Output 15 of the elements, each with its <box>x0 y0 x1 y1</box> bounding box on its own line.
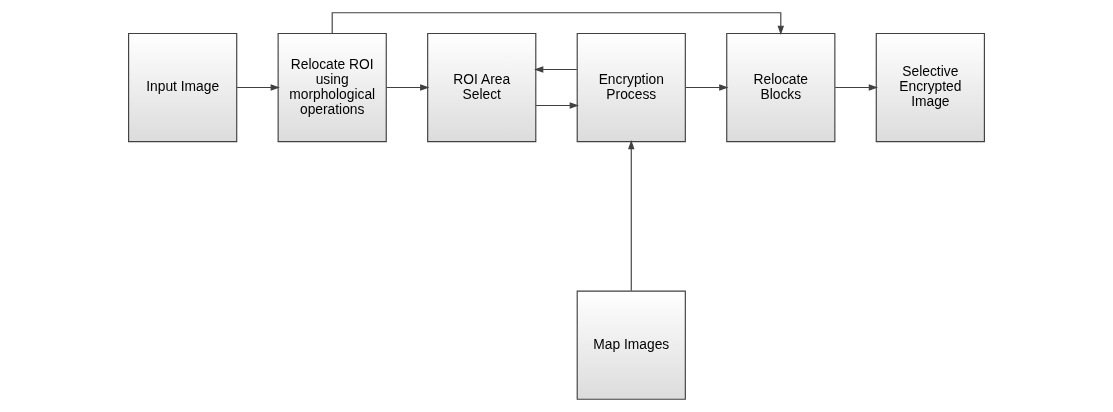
node-box: Relocate ROI using morphological operations <box>277 32 387 143</box>
node-box: Encryption Process <box>576 32 686 143</box>
arrow <box>236 84 280 91</box>
node-box: Input Image <box>128 32 238 143</box>
arrow <box>685 84 729 91</box>
node-box: Map Images <box>576 290 686 400</box>
node-box: ROI Area Select <box>427 32 537 143</box>
arrow <box>628 140 635 292</box>
node-box: Relocate Blocks <box>726 32 836 143</box>
node-box: Selective Encrypted Image <box>875 32 985 143</box>
arrow <box>331 12 785 35</box>
arrow <box>534 66 578 73</box>
arrow <box>834 84 878 91</box>
arrow <box>535 102 579 109</box>
arrow <box>386 84 430 91</box>
